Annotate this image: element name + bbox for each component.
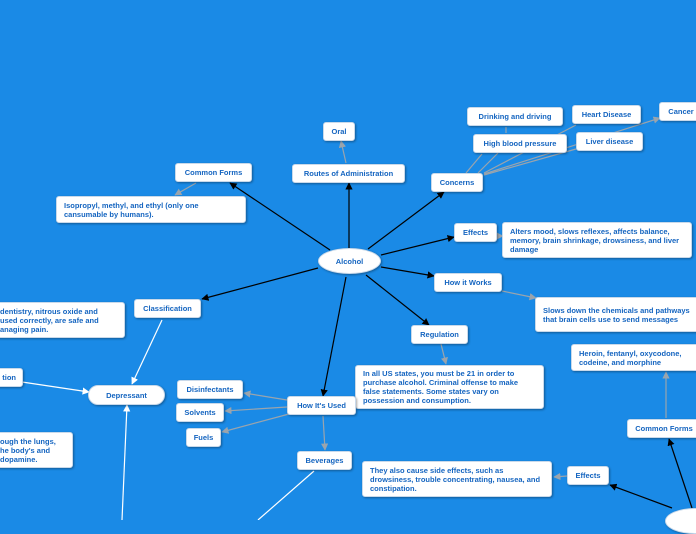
link-concerns-highbp <box>477 152 499 174</box>
regulation-node[interactable]: Regulation <box>411 325 468 344</box>
common-forms-2-node[interactable]: Common Forms <box>627 419 696 438</box>
link-routes-oral <box>338 140 347 164</box>
classification-node[interactable]: Classification <box>134 299 201 318</box>
link-alcohol-how-its-used <box>320 276 347 397</box>
link-concerns-cancer <box>483 116 661 175</box>
left-partial-text: ough the lungs, he body's and dopamine. <box>0 432 73 468</box>
link-alcohol-concerns <box>367 191 445 250</box>
routes-of-administration-node[interactable]: Routes of Administration <box>292 164 405 183</box>
link-alcohol-effects <box>380 235 455 256</box>
classification-text: dentistry, nitrous oxide and used correc… <box>0 302 125 338</box>
connection-lines <box>21 116 693 520</box>
link-used-fuels <box>221 413 290 434</box>
effects-2-text: They also cause side effects, such as dr… <box>362 461 552 497</box>
drinking-and-driving-node[interactable]: Drinking and driving <box>467 107 563 126</box>
link-regulation-text <box>440 343 448 365</box>
how-its-used-node[interactable]: How It's Used <box>287 396 356 415</box>
link-alcohol-classification <box>201 267 319 301</box>
regulation-text: In all US states, you must be 21 in orde… <box>355 365 544 409</box>
alcohol-node[interactable]: Alcohol <box>318 248 381 274</box>
link-used-solvents <box>224 406 288 415</box>
link-concerns-drinking <box>465 153 483 174</box>
link-used-disinfectants <box>243 390 288 401</box>
common-forms-node[interactable]: Common Forms <box>175 163 252 182</box>
link-alcohol-how-it-works <box>380 266 435 279</box>
how-it-works-text: Slows down the chemicals and pathways th… <box>535 297 696 332</box>
common-forms-text: Isopropyl, methyl, and ethyl (only one c… <box>56 196 246 223</box>
cancer-node[interactable]: Cancer <box>659 102 696 121</box>
link-bottom-effects <box>609 483 673 509</box>
high-blood-pressure-node[interactable]: High blood pressure <box>473 134 567 153</box>
link-beverages-down <box>257 470 315 520</box>
link-alcohol-regulation <box>365 274 430 326</box>
link-how-it-works-text <box>501 290 537 301</box>
link-classification-depressant <box>131 319 163 385</box>
concerns-node[interactable]: Concerns <box>431 173 483 192</box>
liver-disease-node[interactable]: Liver disease <box>576 132 643 151</box>
how-it-works-node[interactable]: How it Works <box>434 273 502 292</box>
link-concerns-liver <box>483 148 577 176</box>
depressant-node[interactable]: Depressant <box>88 385 165 405</box>
left-partial-node[interactable]: tion <box>0 368 23 387</box>
link-bottom-depressant <box>121 404 131 520</box>
disinfectants-node[interactable]: Disinfectants <box>177 380 243 399</box>
oral-node[interactable]: Oral <box>323 122 355 141</box>
link-bottom-common-forms <box>667 438 693 509</box>
fuels-node[interactable]: Fuels <box>186 428 221 447</box>
link-alcohol-common-forms <box>229 182 331 251</box>
link-effects2-text <box>553 472 568 481</box>
link-common-forms-text <box>174 182 197 196</box>
effects-node[interactable]: Effects <box>454 223 497 242</box>
solvents-node[interactable]: Solvents <box>176 403 224 422</box>
link-tion-depressant <box>21 381 90 395</box>
heroin-forms-text: Heroin, fentanyl, oxycodone, codeine, an… <box>571 344 696 371</box>
effects-text: Alters mood, slows reflexes, affects bal… <box>502 222 692 258</box>
beverages-node[interactable]: Beverages <box>297 451 352 470</box>
link-used-beverages <box>321 415 329 451</box>
heart-disease-node[interactable]: Heart Disease <box>572 105 641 124</box>
effects-2-node[interactable]: Effects <box>567 466 609 485</box>
